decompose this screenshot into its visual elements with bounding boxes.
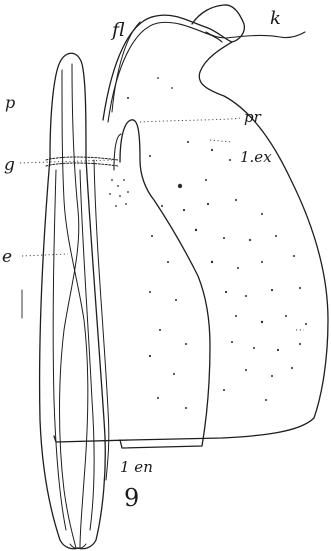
label-1en: 1 en [120, 458, 153, 476]
stalk-outline [40, 53, 118, 548]
label-fl: fl [110, 19, 125, 41]
figure-number: 9 [124, 484, 139, 512]
label-p: p [5, 93, 15, 112]
large-lobe-outline [54, 5, 328, 442]
label-g: g [4, 155, 15, 175]
label-1ex: 1.ex [240, 148, 272, 166]
label-k: k [270, 8, 281, 29]
label-e: e [2, 247, 12, 267]
middle-lobe-outline [114, 120, 210, 448]
stipple-dots [109, 77, 307, 409]
label-pr: pr [244, 108, 262, 126]
